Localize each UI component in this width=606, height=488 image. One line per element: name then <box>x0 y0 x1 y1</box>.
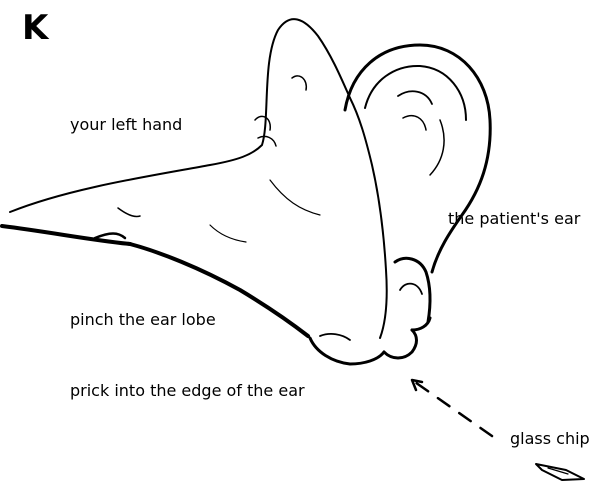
label-glass-chip: glass chip <box>510 429 590 448</box>
direction-arrow <box>412 380 492 436</box>
label-patient-ear: the patient's ear <box>448 209 580 228</box>
panel-letter: K <box>22 8 48 48</box>
label-pinch: pinch the ear lobe <box>70 310 216 329</box>
glass-chip-shape <box>536 464 584 480</box>
label-prick: prick into the edge of the ear <box>70 381 305 400</box>
label-left-hand: your left hand <box>70 115 182 134</box>
hand-outline <box>2 19 430 364</box>
ear-outline <box>345 45 490 272</box>
